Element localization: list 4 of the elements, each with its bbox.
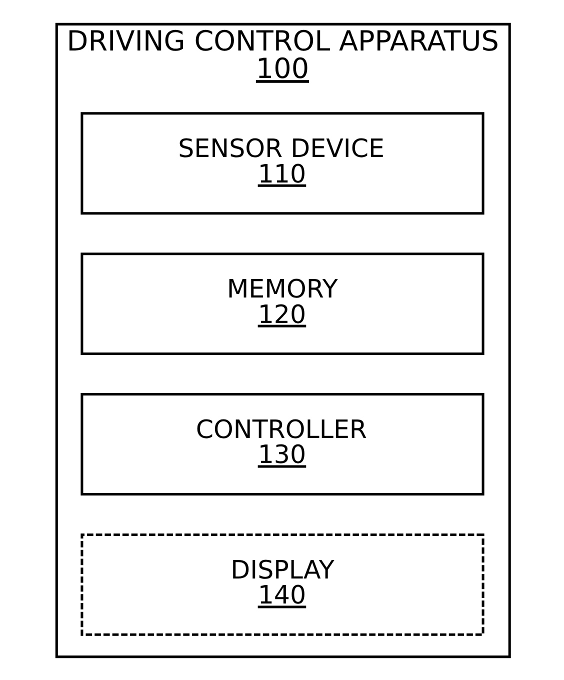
node-box: CONTROLLER 130 bbox=[80, 392, 484, 495]
node-box: SENSOR DEVICE 110 bbox=[80, 112, 484, 214]
node-box: MEMORY 120 bbox=[80, 252, 484, 355]
node-box: DISPLAY 140 bbox=[80, 532, 484, 636]
